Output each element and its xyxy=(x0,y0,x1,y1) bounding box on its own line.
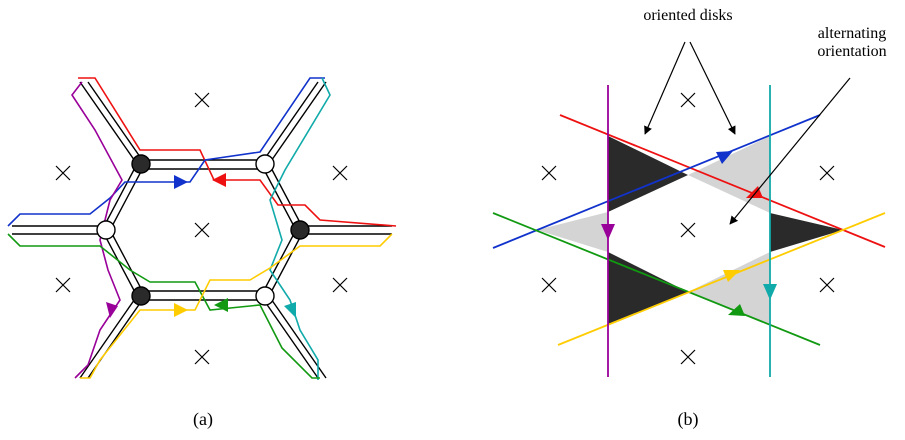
blue-line xyxy=(492,114,821,249)
red-strand xyxy=(78,77,397,227)
blue-arrow-icon xyxy=(716,151,733,164)
black-vertex xyxy=(290,220,310,240)
panel-a: (a) xyxy=(7,77,397,430)
cross-icon xyxy=(680,349,696,365)
cross-icon xyxy=(194,349,210,365)
cross-icon xyxy=(541,277,557,293)
cross-icon xyxy=(55,277,71,293)
yellow-arrow-icon xyxy=(723,270,740,282)
green-strand xyxy=(7,233,320,379)
cross-icon xyxy=(680,92,696,108)
purple-arrow-icon xyxy=(601,224,615,240)
graph-vertices xyxy=(96,154,310,306)
purple-strand xyxy=(71,81,123,379)
oriented-disks-label: oriented disks xyxy=(643,7,732,24)
red-arrow-icon xyxy=(212,173,226,187)
cyan-strand xyxy=(269,77,331,380)
cyan-arrow-icon xyxy=(284,302,296,318)
light-disk xyxy=(688,136,770,213)
light-disk xyxy=(688,252,770,324)
cross-icon xyxy=(194,92,210,108)
annotation-arrow xyxy=(644,41,686,135)
annotation-arrow xyxy=(689,41,736,135)
alternating-label-line1: alternating xyxy=(818,25,886,42)
oriented-disks xyxy=(537,136,843,324)
green-arrow-icon xyxy=(728,304,745,316)
green-line xyxy=(492,212,821,346)
cyan-arrow-icon xyxy=(763,284,777,300)
panel-a-caption: (a) xyxy=(193,409,213,430)
green-arrow-icon xyxy=(214,298,228,312)
cross-icon xyxy=(194,222,210,238)
purple-arrow-icon xyxy=(106,302,118,318)
blue-arrow-icon xyxy=(174,175,188,189)
alternating-label-line2: orientation xyxy=(817,43,886,60)
blue-strand xyxy=(7,77,325,227)
cross-icon xyxy=(541,165,557,181)
panel-b: oriented disks alternating orientation (… xyxy=(492,7,887,430)
black-vertex xyxy=(131,286,151,306)
face-crosses-a xyxy=(55,92,348,365)
dark-disk xyxy=(770,213,843,252)
yellow-strand xyxy=(80,233,393,379)
cross-icon xyxy=(55,165,71,181)
white-vertex xyxy=(255,154,275,174)
white-vertex xyxy=(96,220,116,240)
light-disk xyxy=(537,212,608,252)
dark-disk xyxy=(608,252,688,324)
cross-icon xyxy=(680,222,696,238)
cross-icon xyxy=(819,277,835,293)
black-vertex xyxy=(131,154,151,174)
yellow-arrow-icon xyxy=(174,303,188,317)
graph-edges xyxy=(12,81,392,379)
annotation-arrow xyxy=(729,77,851,225)
cross-icon xyxy=(332,277,348,293)
red-line xyxy=(559,114,886,248)
strand-arrows-a xyxy=(106,173,296,318)
cross-icon xyxy=(332,165,348,181)
cross-icon xyxy=(819,165,835,181)
panel-b-caption: (b) xyxy=(678,409,699,430)
white-vertex xyxy=(255,286,275,306)
yellow-line xyxy=(557,212,886,346)
face-crosses-b xyxy=(541,92,835,365)
line-arrows-b xyxy=(601,151,777,316)
